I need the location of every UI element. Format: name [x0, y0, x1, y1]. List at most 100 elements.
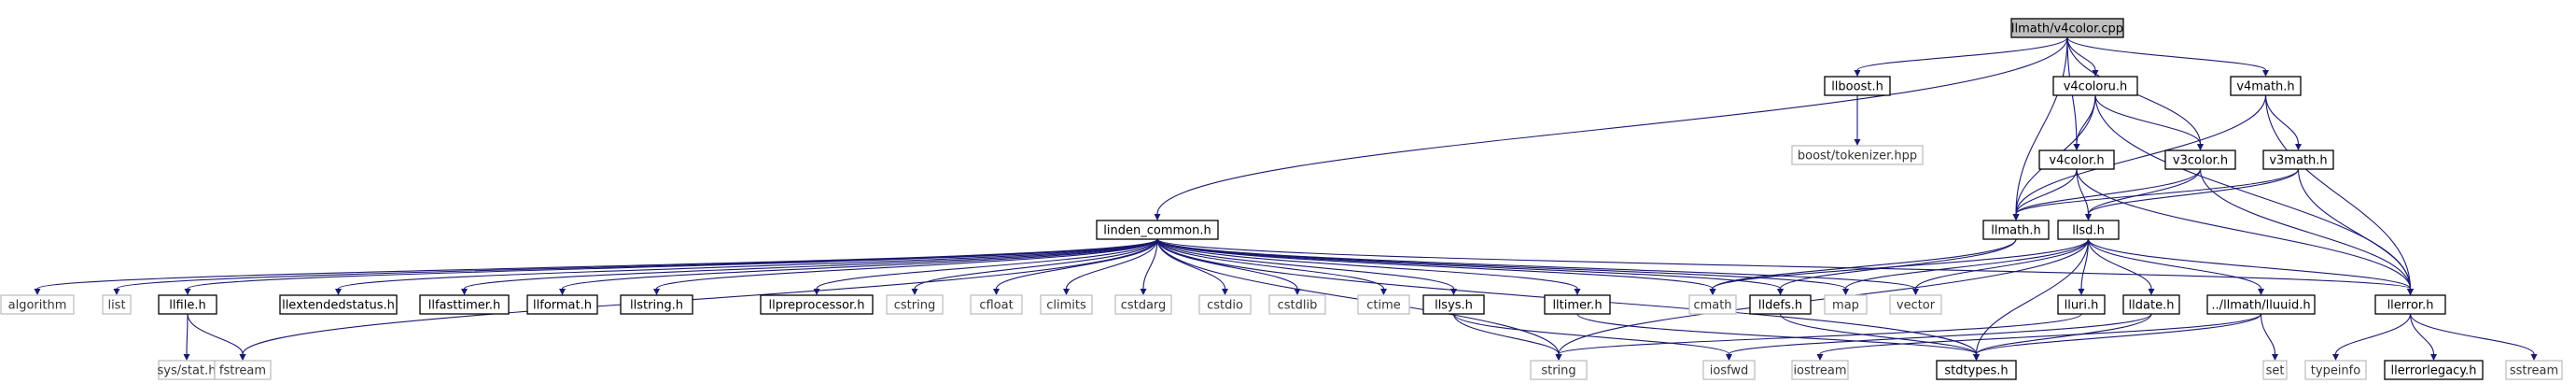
node-label: map — [1832, 299, 1859, 313]
edge-arrowhead — [1294, 289, 1301, 295]
node-llboost[interactable]: llboost.h — [1824, 76, 1891, 96]
edge-linden_common-to-llstring — [655, 238, 1158, 290]
edge-arrowhead — [2272, 354, 2278, 361]
node-llpreprocessor[interactable]: llpreprocessor.h — [760, 294, 874, 315]
node-box — [2206, 294, 2316, 315]
node-box — [2374, 294, 2446, 315]
edge-root-to-v4coloru — [2066, 36, 2096, 71]
edge-arrowhead — [461, 289, 468, 295]
node-lldate[interactable]: lldate.h — [2122, 294, 2180, 315]
edge-arrowhead — [239, 354, 246, 361]
node-box — [2164, 149, 2236, 170]
edge-arrowhead — [1854, 139, 1861, 146]
node-label: llsd.h — [2072, 224, 2105, 238]
edge-linden_common-to-llsys — [1156, 238, 1455, 290]
edge-arrowhead — [335, 289, 342, 295]
edge-lluri-to-string — [1558, 313, 2082, 355]
node-label: cfloat — [979, 299, 1013, 313]
edge-llsd-to-vector — [1914, 238, 2090, 290]
edge-linden_common-to-llformat — [561, 238, 1158, 290]
node-box — [2304, 360, 2367, 380]
node-llerror[interactable]: llerror.h — [2374, 294, 2446, 315]
node-box — [1544, 294, 1611, 315]
node-root[interactable]: llmath/v4color.cpp — [2010, 18, 2124, 38]
edge-arrowhead — [2295, 144, 2302, 150]
edge-root-to-llboost — [1856, 36, 2068, 71]
edge-llsd-to-string — [1558, 238, 2090, 355]
node-label: iostream — [1793, 364, 1846, 378]
node-llerrorlegacy[interactable]: llerrorlegacy.h — [2384, 360, 2484, 380]
node-cstdlib: cstdlib — [1268, 294, 1326, 315]
node-v3math[interactable]: v3math.h — [2262, 149, 2334, 170]
node-box — [1357, 294, 1410, 315]
node-label: llfile.h — [169, 299, 205, 313]
node-box — [1982, 220, 2050, 240]
edge-arrowhead — [2085, 214, 2092, 220]
node-label: sys/stat.h — [158, 364, 217, 378]
node-box — [279, 294, 398, 315]
edge-lluuid-to-stdtypes — [1975, 313, 2262, 355]
node-label: llmath.h — [1991, 224, 2041, 238]
node-box — [2122, 294, 2180, 315]
edge-root-to-linden_common — [1156, 36, 2068, 215]
edge-llmath-to-lldefs — [1779, 238, 2017, 290]
edge-arrowhead — [1555, 354, 1562, 361]
node-label: algorithm — [8, 299, 67, 313]
node-label: cstdlib — [1278, 299, 1318, 313]
node-label: v3color.h — [2173, 154, 2228, 168]
edge-llerror-to-typeinfo — [2334, 313, 2412, 355]
node-box — [620, 294, 693, 315]
node-llformat[interactable]: llformat.h — [526, 294, 598, 315]
edge-arrowhead — [1140, 289, 1147, 295]
node-llextendedstatus[interactable]: llextendedstatus.h — [279, 294, 398, 315]
node-box — [1889, 294, 1942, 315]
edge-lldefs-to-stdtypes — [1779, 313, 1978, 355]
node-llsys[interactable]: llsys.h — [1422, 294, 1485, 315]
node-llstring[interactable]: llstring.h — [620, 294, 693, 315]
node-label: llerror.h — [2387, 299, 2434, 313]
node-llmath[interactable]: llmath.h — [1982, 220, 2050, 240]
node-lltimer[interactable]: lltimer.h — [1544, 294, 1611, 315]
edge-arrowhead — [184, 289, 191, 295]
node-box — [1114, 294, 1172, 315]
node-box — [1040, 294, 1093, 315]
node-box — [1096, 220, 1219, 240]
node-label: cmath — [1693, 299, 1731, 313]
edge-linden_common-to-ctime — [1156, 238, 1385, 290]
node-llfasttimer[interactable]: llfasttimer.h — [419, 294, 510, 315]
node-box — [2052, 76, 2138, 96]
edge-arrowhead — [2407, 289, 2414, 295]
edge-arrowhead — [34, 289, 41, 295]
node-llsd[interactable]: llsd.h — [2057, 220, 2120, 240]
node-v3color[interactable]: v3color.h — [2164, 149, 2236, 170]
node-list: list — [102, 294, 132, 315]
node-box — [1936, 360, 2017, 380]
edge-arrowhead — [1574, 289, 1581, 295]
edge-arrowhead — [183, 354, 190, 361]
node-box — [970, 294, 1023, 315]
node-map: map — [1824, 294, 1868, 315]
node-fstream: fstream — [214, 360, 272, 380]
edge-arrowhead — [653, 289, 660, 295]
node-lluri[interactable]: lluri.h — [2057, 294, 2106, 315]
edge-llsd-to-llerror — [2087, 238, 2412, 290]
node-lldefs[interactable]: lldefs.h — [1749, 294, 1812, 315]
edge-v4color-to-llsd — [2076, 168, 2090, 215]
node-v4coloru[interactable]: v4coloru.h — [2052, 76, 2138, 96]
edge-linden_common-to-climits — [1065, 238, 1158, 290]
node-stdtypes[interactable]: stdtypes.h — [1936, 360, 2017, 380]
node-label: cstdio — [1207, 299, 1243, 313]
node-label: llextendedstatus.h — [282, 299, 395, 313]
node-linden-common[interactable]: linden_common.h — [1096, 220, 1219, 240]
node-v4color[interactable]: v4color.h — [2038, 149, 2115, 170]
edge-arrowhead — [559, 289, 566, 295]
node-v4math[interactable]: v4math.h — [2230, 76, 2302, 96]
node-lluuid[interactable]: ../llmath/lluuid.h — [2206, 294, 2316, 315]
node-box — [886, 294, 944, 315]
node-box — [1422, 294, 1485, 315]
node-llfile[interactable]: llfile.h — [158, 294, 217, 315]
edge-linden_common-to-llerror — [1156, 238, 2412, 290]
edge-linden_common-to-cstdlib — [1156, 238, 1298, 290]
node-label: linden_common.h — [1103, 224, 1211, 238]
node-sstream: sstream — [2505, 360, 2563, 380]
